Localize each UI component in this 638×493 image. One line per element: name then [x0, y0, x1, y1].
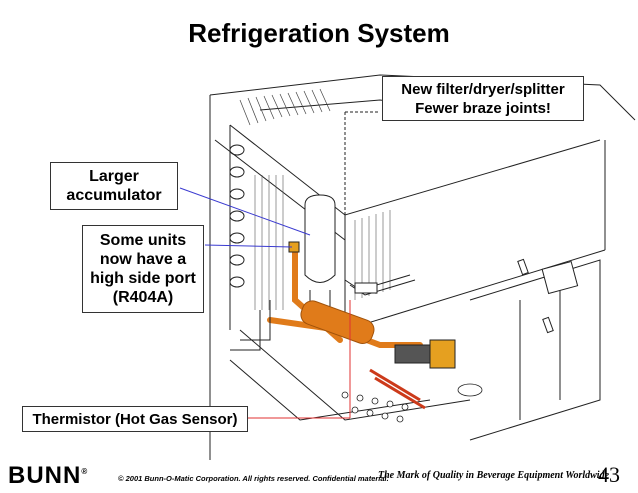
- leader-lines: [179, 111, 380, 419]
- logo-text: BUNN: [8, 462, 82, 489]
- registered-mark: ®: [81, 467, 89, 476]
- base-holes: [341, 383, 483, 423]
- accumulator-callout-line2: accumulator: [66, 187, 162, 204]
- port-callout-line4: (R404A): [112, 289, 174, 306]
- port-callout-line2: now have a: [99, 251, 187, 268]
- accumulator: [304, 194, 336, 311]
- port-callout-line1: Some units: [99, 232, 187, 249]
- copyright-text: © 2001 Bunn-O-Matic Corporation. All rig…: [118, 474, 389, 483]
- red-wires: [369, 368, 426, 410]
- page-number: 43: [598, 462, 620, 487]
- high-side-port-callout: Some units now have a high side port (R4…: [82, 225, 204, 313]
- filter-callout-line2: Fewer braze joints!: [415, 100, 551, 117]
- filter-dryer-callout: New filter/dryer/splitter Fewer braze jo…: [382, 76, 584, 121]
- accumulator-callout: Larger accumulator: [50, 162, 178, 210]
- thermistor-callout-text: Thermistor (Hot Gas Sensor): [32, 411, 238, 428]
- thermistor-callout: Thermistor (Hot Gas Sensor): [22, 406, 248, 432]
- filter-dryer: [344, 274, 416, 296]
- condenser-fins: [239, 88, 331, 126]
- port-callout-line3: high side port: [90, 270, 196, 287]
- evaporator-fins: [254, 175, 391, 310]
- valve-assembly: [394, 339, 456, 369]
- slide-title: Refrigeration System: [188, 18, 450, 48]
- filter-callout-line1: New filter/dryer/splitter: [401, 81, 565, 98]
- company-motto: The Mark of Quality in Beverage Equipmen…: [378, 470, 610, 481]
- copper-tube: [300, 300, 375, 344]
- panel-slots: [517, 258, 579, 334]
- bunn-logo: BUNN®: [8, 462, 88, 490]
- coil-loops: [229, 144, 245, 288]
- accumulator-callout-line1: Larger: [89, 168, 139, 185]
